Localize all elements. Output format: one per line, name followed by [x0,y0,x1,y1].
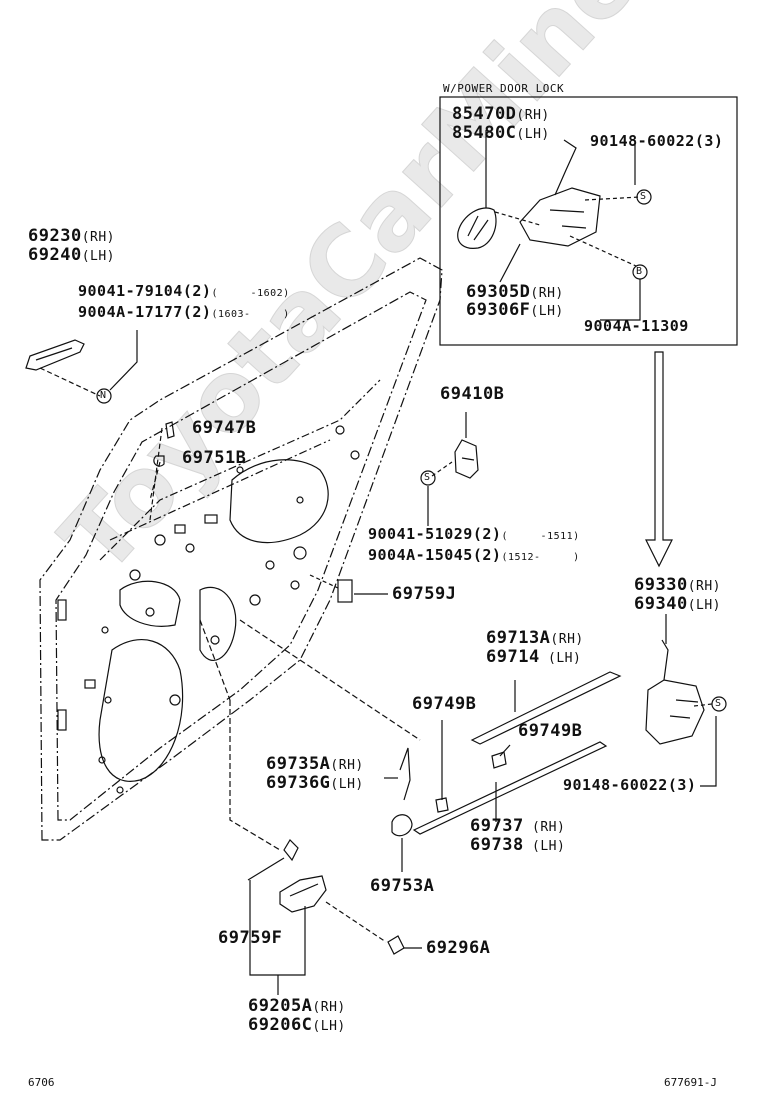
part-label-69205A[interactable]: 69205A(RH) [248,996,346,1016]
part-label-69410B[interactable]: 69410B [440,384,505,404]
part-label-69737[interactable]: 69737 (RH) [470,816,566,836]
grommet-shape [391,814,413,837]
part-label-69759F[interactable]: 69759F [218,928,283,948]
part-label-85470D[interactable]: 85470D(RH) [452,104,550,124]
part-label-9004A-17177[interactable]: 9004A-17177(2)(1603- ) [78,303,290,321]
power-door-lock-header: W/POWER DOOR LOCK [443,82,565,95]
part-label-69749B[interactable]: 69749B [412,694,477,714]
callout-n: N [100,390,107,401]
lock-actuator-shape [457,207,497,249]
part-label-90148-60022-top[interactable]: 90148-60022(3) [590,132,724,150]
part-label-69749B[interactable]: 69749B [518,721,583,741]
door-lock-assembly-shape [519,187,601,247]
part-label-69714[interactable]: 69714 (LH) [486,647,582,667]
part-label-69340[interactable]: 69340(LH) [634,594,721,614]
callout-s: S [424,472,431,483]
part-label-69305D[interactable]: 69305D(RH) [466,282,564,302]
door-inner-outline [55,291,427,821]
part-label-69713A[interactable]: 69713A(RH) [486,628,584,648]
part-label-69747B[interactable]: 69747B [192,418,257,438]
clip-69759J-shape [337,579,353,603]
striker-shape [454,439,479,479]
part-label-69735A[interactable]: 69735A(RH) [266,754,364,774]
lock-assembly-right-shape [645,679,705,745]
outside-handle-shape [25,339,85,371]
part-label-69736G[interactable]: 69736G(LH) [266,773,364,793]
part-label-69759J[interactable]: 69759J [392,584,457,604]
callout-s: S [640,191,647,202]
part-label-9004A-15045[interactable]: 9004A-15045(2)(1512- ) [368,546,580,564]
part-label-9004A-11309[interactable]: 9004A-11309 [584,317,689,335]
part-label-85480C[interactable]: 85480C(LH) [452,123,550,143]
part-label-69306F[interactable]: 69306F(LH) [466,300,564,320]
part-label-90041-51029[interactable]: 90041-51029(2)( -1511) [368,525,580,543]
part-label-69206C[interactable]: 69206C(LH) [248,1015,346,1035]
page-code-left: 6706 [28,1076,55,1089]
power-door-lock-box [439,96,738,346]
part-label-69240[interactable]: 69240(LH) [28,245,115,265]
part-label-69738[interactable]: 69738 (LH) [470,835,566,855]
part-label-69751B[interactable]: 69751B [182,448,247,468]
callout-b: B [636,266,643,277]
part-label-69753A[interactable]: 69753A [370,876,435,896]
part-label-90041-79104[interactable]: 90041-79104(2)( -1602) [78,282,290,300]
cable-69735A-shape [399,747,411,801]
callout-s: S [715,698,722,709]
down-arrow [645,351,673,568]
door-panel-outline [39,257,443,841]
page-code-right: 677691-J [664,1076,717,1089]
part-label-69296A[interactable]: 69296A [426,938,491,958]
part-label-90148-60022-bottom[interactable]: 90148-60022(3) [563,776,697,794]
inside-handle-shape [279,875,327,913]
door-opening-upper [229,459,329,544]
part-label-69330[interactable]: 69330(RH) [634,575,721,595]
rod-69737-shape [412,741,608,835]
rod-69713A-shape [470,671,622,745]
part-label-69230[interactable]: 69230(RH) [28,226,115,246]
